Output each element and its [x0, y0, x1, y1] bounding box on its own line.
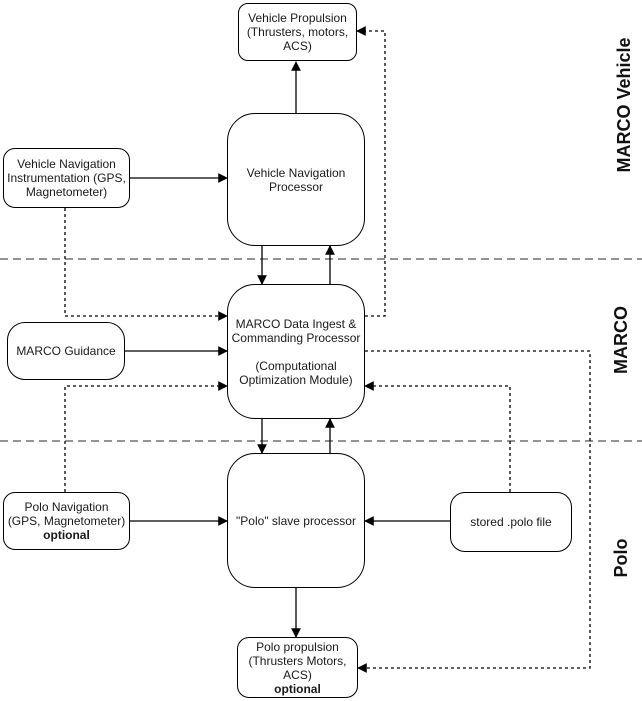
node-polo-slave-processor: "Polo" slave processor	[227, 453, 365, 588]
zone-label-polo: Polo	[611, 538, 631, 578]
connector-instrumentation-to-marco-dashed	[64, 208, 228, 321]
node-label-line: ACS)	[283, 667, 312, 682]
node-polo-propulsion: Polo propulsion (Thrusters Motors, ACS) …	[237, 637, 358, 698]
node-label-line: Polo propulsion	[256, 639, 339, 654]
node-label-line: Polo Navigation	[24, 500, 109, 514]
node-label-line: (Computational	[255, 358, 337, 373]
node-label-line: Optimization Module)	[239, 372, 353, 387]
node-label-optional: optional	[43, 528, 90, 542]
node-vehicle-propulsion: Vehicle Propulsion (Thrusters, motors, A…	[238, 3, 357, 61]
node-vehicle-nav-processor: Vehicle Navigation Processor	[227, 113, 365, 246]
connector-stored-file-to-marco-dashed	[364, 381, 511, 492]
node-label-line: Vehicle Propulsion	[248, 11, 347, 25]
node-label-line: ACS)	[283, 39, 312, 53]
node-label-line: MARCO Data Ingest &	[235, 316, 357, 331]
node-label-line: "Polo" slave processor	[236, 513, 356, 528]
node-label-line: (Thrusters, motors,	[246, 25, 349, 39]
node-label-line: stored .polo file	[470, 515, 552, 529]
node-label-line: Magnetometer)	[25, 185, 108, 199]
zone-label-marco-vehicle: MARCO Vehicle	[614, 37, 634, 173]
connector-polo-nav-to-marco-dashed	[64, 381, 228, 492]
node-label-line: Instrumentation (GPS,	[7, 171, 126, 185]
node-marco-processor: MARCO Data Ingest & Commanding Processor…	[227, 284, 365, 419]
node-marco-guidance: MARCO Guidance	[7, 322, 125, 380]
node-label-line: MARCO Guidance	[16, 344, 116, 358]
node-label-line: Vehicle Navigation	[17, 157, 116, 171]
node-stored-polo-file: stored .polo file	[450, 492, 572, 552]
node-label-line: Commanding Processor	[231, 330, 361, 345]
node-label-optional: optional	[274, 681, 321, 696]
node-label-line: (GPS, Magnetometer)	[7, 514, 126, 528]
connector-marco-to-vehicle-propulsion-dashed	[356, 26, 386, 317]
node-label-line: Vehicle Navigation	[246, 165, 346, 180]
node-label-line: (Thrusters Motors,	[248, 653, 347, 668]
node-vehicle-nav-instrumentation: Vehicle Navigation Instrumentation (GPS,…	[3, 148, 130, 208]
zone-label-marco: MARCO	[611, 306, 631, 374]
node-polo-navigation: Polo Navigation (GPS, Magnetometer) opti…	[3, 492, 130, 550]
node-label-line: Processor	[268, 179, 324, 194]
